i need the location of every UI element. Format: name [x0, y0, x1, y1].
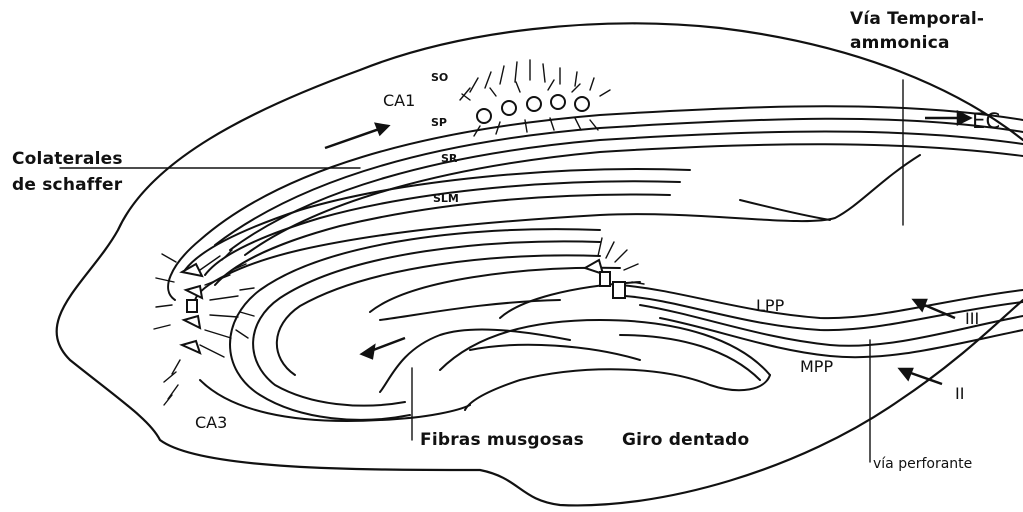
mpp-label: MPP: [800, 358, 833, 376]
ca3-label: CA3: [195, 414, 227, 432]
perforant-path-fibers: [620, 285, 1023, 357]
via-temporal-label-line2: ammonica: [850, 34, 950, 54]
via-temporal-label-line1: Vía Temporal-: [850, 10, 984, 30]
colaterales-label-line1: Colaterales: [12, 150, 123, 170]
sr-label: SR: [441, 153, 457, 166]
ca3-pyramidal-cells: [182, 264, 202, 353]
ca3-dendrites: [154, 250, 254, 405]
dentate-granule-cells: [585, 260, 625, 298]
lpp-label: LPP: [756, 297, 784, 315]
sp-label: SP: [431, 117, 447, 130]
dentate-gyrus-layers: [200, 229, 770, 421]
ec-label: EC: [972, 109, 1000, 133]
slm-label: SLM: [433, 193, 459, 206]
iii-label: III: [965, 310, 979, 328]
fibras-musgosas-label: Fibras musgosas: [420, 431, 584, 451]
so-label: SO: [431, 72, 448, 85]
ca1-pyramidal-cells: [477, 95, 589, 123]
ca1-label: CA1: [383, 92, 415, 110]
giro-dentado-label: Giro dentado: [622, 431, 749, 451]
via-perforante-label: vía perforante: [873, 456, 972, 472]
ii-label: II: [955, 385, 964, 403]
colaterales-label-line2: de schaffer: [12, 176, 122, 196]
